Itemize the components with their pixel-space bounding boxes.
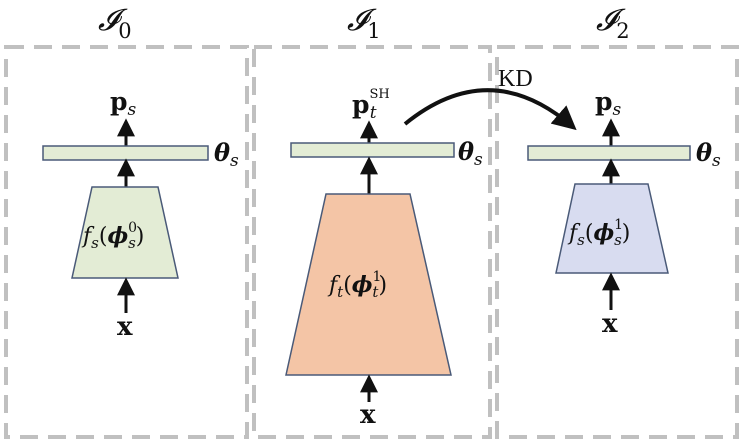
- panel-1-head-bar: [290, 142, 455, 158]
- panel-2-head-label: θs: [696, 138, 721, 171]
- panel-1-encoder-trapezoid: [285, 193, 452, 376]
- panel-2-output-label: ps: [595, 87, 621, 120]
- kd-arrow: [403, 88, 577, 131]
- panel-2-input-label: x: [602, 309, 618, 339]
- panel-0-title: 𝓘0: [98, 3, 132, 43]
- panel-2-head-bar: [527, 145, 691, 161]
- panel-0-border: [4, 45, 249, 439]
- panel-1-border: [252, 45, 492, 439]
- panel-1-head-label: θs: [458, 137, 483, 170]
- panel-2-encoder-trapezoid: [555, 183, 669, 274]
- panel-0-input-label: x: [117, 312, 133, 342]
- panel-0-output-label: ps: [110, 87, 136, 120]
- panel-2-title: 𝓘2: [596, 3, 630, 43]
- panel-1-input-label: x: [360, 400, 376, 430]
- panel-1-title: 𝓘1: [347, 3, 381, 43]
- kd-label: KD: [498, 66, 533, 92]
- panel-0-head-label: θs: [214, 138, 239, 171]
- panel-2-border: [495, 45, 739, 439]
- panel-0-encoder-trapezoid: [71, 186, 179, 279]
- panel-0-head-bar: [42, 145, 209, 161]
